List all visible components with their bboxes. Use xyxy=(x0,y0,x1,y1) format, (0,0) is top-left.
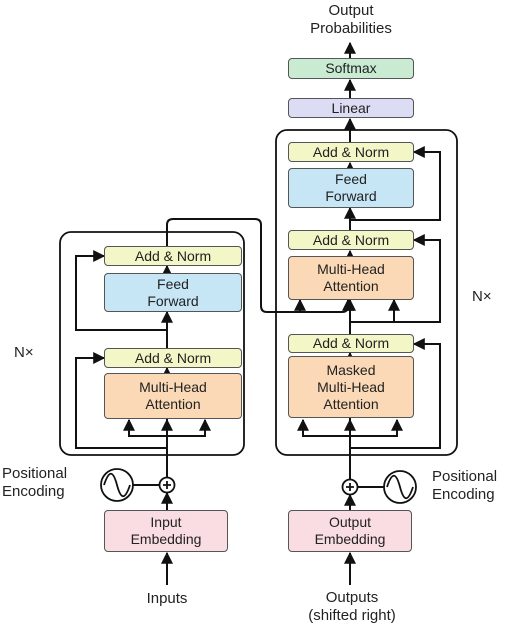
decoder-positional-encoding-label: Positional Encoding xyxy=(432,468,498,503)
dec-residual-3 xyxy=(350,146,441,221)
dec-residual-1 xyxy=(350,338,441,449)
encoder-add-norm-bottom: Add & Norm xyxy=(104,348,242,368)
dec-residual-2 xyxy=(350,234,441,323)
decoder-add-norm-bottom: Add & Norm xyxy=(288,334,414,353)
encoder-stack-outline xyxy=(59,231,245,456)
dec-add-to-mha-right xyxy=(350,298,400,323)
decoder-masked-multi-head-attention: Masked Multi-Head Attention xyxy=(288,356,414,418)
decoder-add-norm-mid: Add & Norm xyxy=(288,230,414,250)
decoder-stack-outline xyxy=(275,129,458,456)
enc-residual-1 xyxy=(75,352,167,449)
encoder-positional-encoding-label: Positional Encoding xyxy=(2,465,68,500)
enc-residual-2 xyxy=(75,250,167,331)
enc-mha-in-left xyxy=(123,418,167,437)
linear-layer: Linear xyxy=(288,98,414,118)
output-embedding: Output Embedding xyxy=(288,510,412,552)
outputs-label: Outputs (shifted right) xyxy=(308,589,396,624)
dec-mmha-in-right xyxy=(350,418,403,437)
softmax-layer: Softmax xyxy=(288,58,414,79)
decoder-nx-label: N× xyxy=(472,288,492,305)
inputs-label: Inputs xyxy=(146,590,188,607)
encoder-feed-forward: Feed Forward xyxy=(104,273,242,312)
encoder-nx-label: N× xyxy=(14,344,34,361)
decoder-multi-head-attention: Multi-Head Attention xyxy=(288,256,414,300)
enc-to-dec-cross xyxy=(166,218,354,313)
decoder-add-norm-top: Add & Norm xyxy=(288,142,414,162)
input-embedding: Input Embedding xyxy=(104,510,228,552)
decoder-feed-forward: Feed Forward xyxy=(288,168,414,208)
enc-mha-in-right xyxy=(167,418,211,437)
encoder-add-norm-top: Add & Norm xyxy=(104,246,242,266)
dec-mmha-in-left xyxy=(297,418,350,437)
output-probabilities-label: Output Probabilities xyxy=(310,2,392,37)
encoder-multi-head-attention: Multi-Head Attention xyxy=(104,373,242,419)
